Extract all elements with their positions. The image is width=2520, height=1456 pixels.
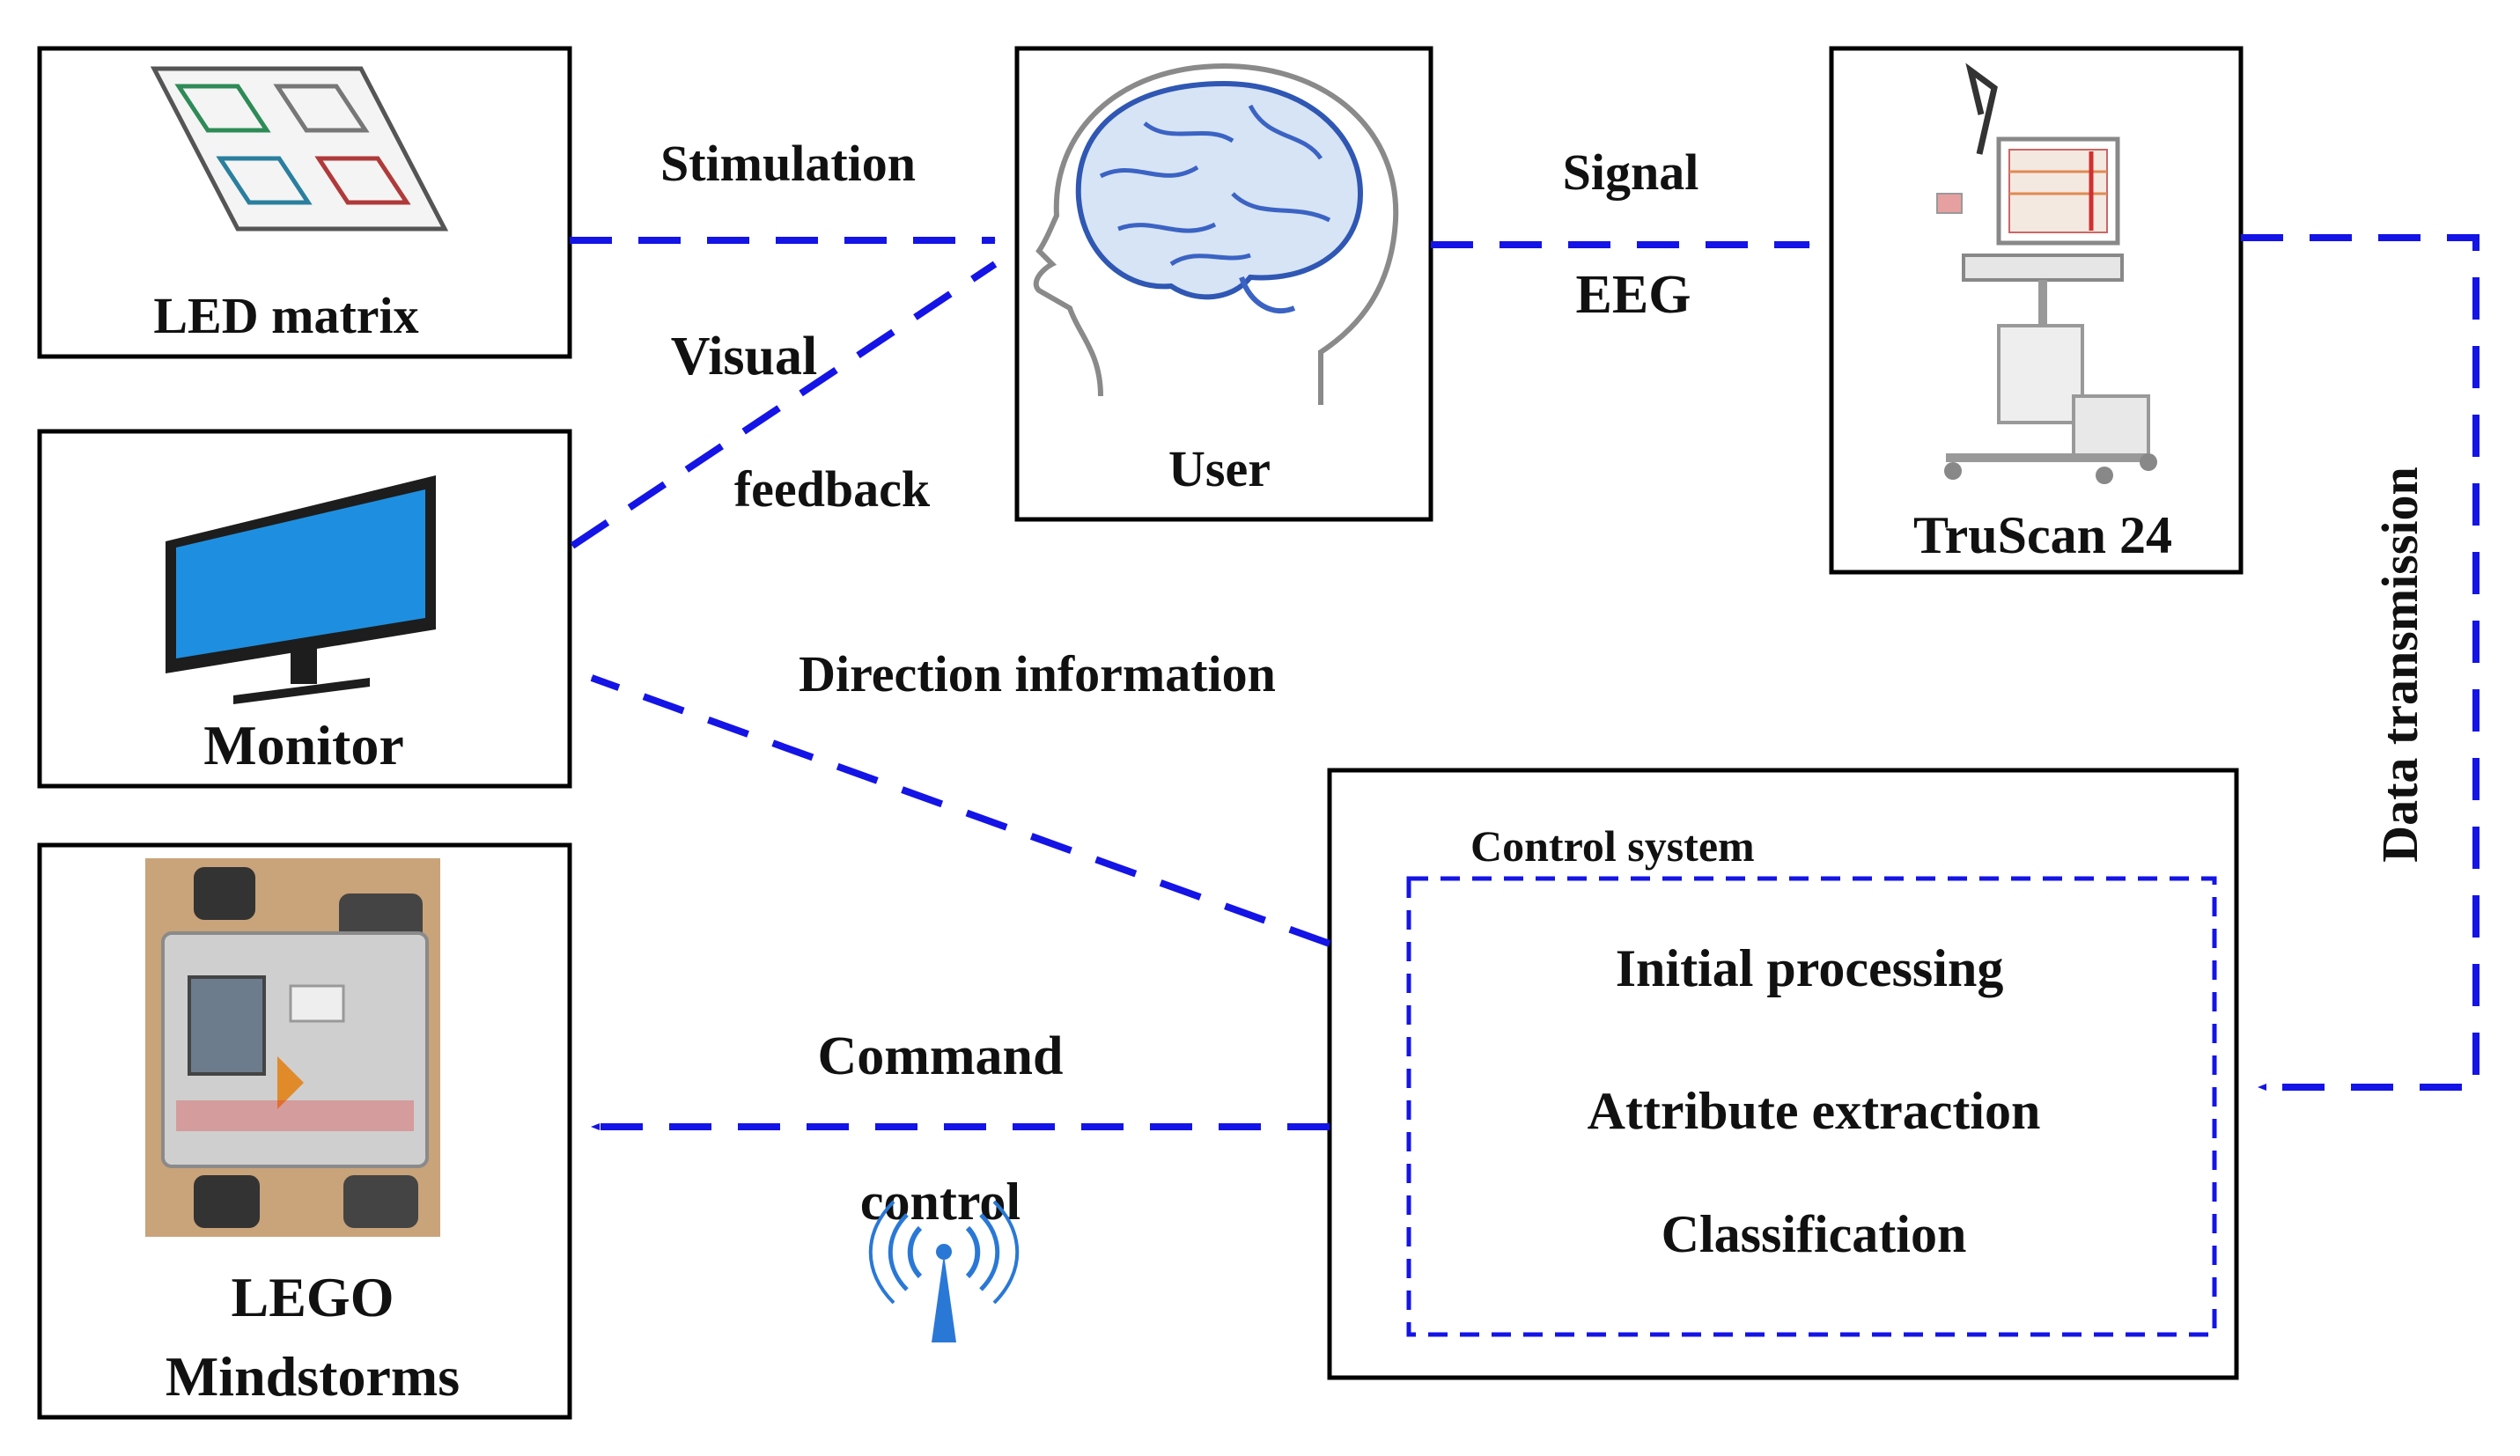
control-pipeline-frame (1406, 876, 2217, 1337)
truscan-label: TruScan 24 (1913, 506, 2172, 564)
led-matrix-label: LED matrix (153, 287, 418, 344)
label-control: control (860, 1173, 1021, 1231)
control-system-box: Control system Initial processing Attrib… (1327, 768, 2239, 1380)
label-stimulation: Stimulation (660, 135, 916, 192)
label-direction-information: Direction information (799, 645, 1276, 702)
monitor-box: Monitor (37, 429, 572, 789)
step-attribute-extraction: Attribute extraction (1588, 1082, 2041, 1140)
led-matrix-box: LED matrix (37, 46, 572, 359)
edge-data-transmission (2241, 234, 2479, 1091)
led-matrix-icon (150, 66, 449, 232)
eeg-cart-icon (1936, 63, 2157, 484)
connectors (570, 234, 2479, 1130)
user-box: User (1014, 46, 1433, 522)
label-command: Command (817, 1026, 1063, 1086)
label-signal: Signal (1563, 143, 1699, 201)
truscan-box: TruScan 24 (1829, 46, 2244, 575)
edge-visual-feedback (570, 261, 998, 549)
label-visual: Visual (671, 327, 818, 386)
monitor-icon (166, 475, 436, 704)
lego-label-line1: LEGO (232, 1266, 394, 1328)
brain-head-icon (1033, 63, 1399, 405)
lego-robot-photo (145, 858, 440, 1237)
user-label: User (1168, 440, 1271, 497)
control-system-label: Control system (1470, 821, 1755, 871)
step-initial-processing: Initial processing (1616, 939, 2004, 997)
label-eeg: EEG (1576, 265, 1691, 325)
label-feedback: feedback (734, 460, 931, 518)
edge-direction-information (590, 674, 1331, 947)
monitor-label: Monitor (203, 714, 404, 776)
lego-box: LEGO Mindstorms (37, 842, 572, 1420)
label-data-transmission: Data transmission (2371, 467, 2428, 863)
lego-label-line2: Mindstorms (166, 1345, 460, 1408)
step-classification: Classification (1662, 1205, 1967, 1263)
wireless-antenna-icon (868, 1200, 1020, 1342)
